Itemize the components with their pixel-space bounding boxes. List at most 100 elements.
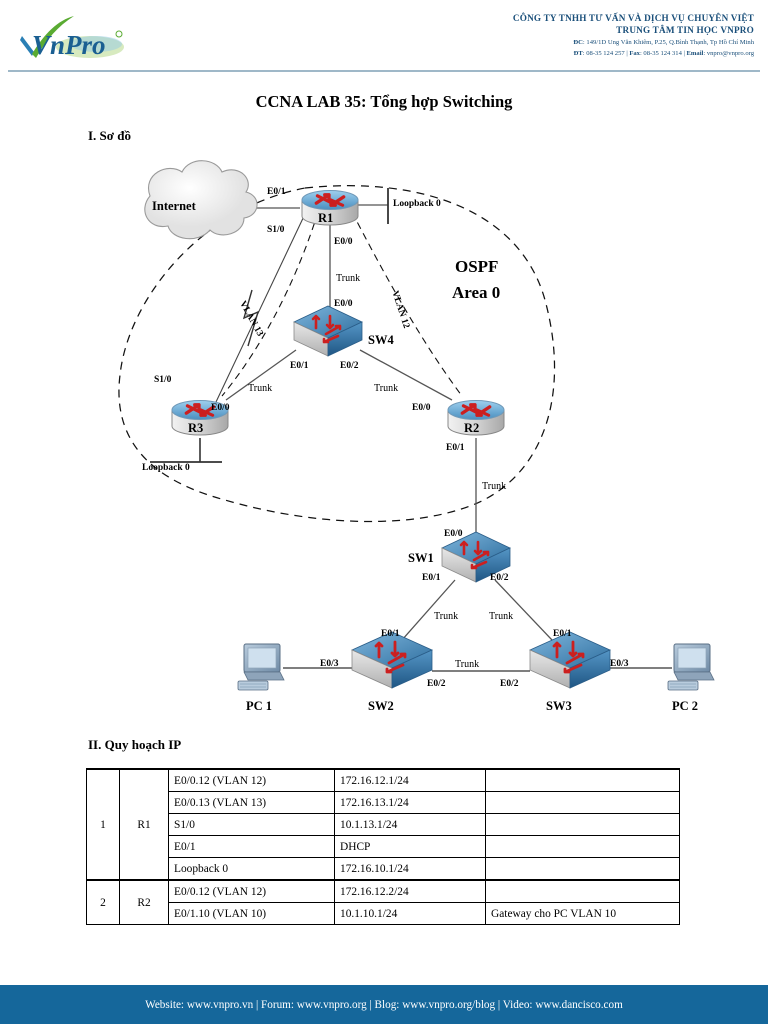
row-device: R2 bbox=[119, 879, 169, 925]
phone-label: ĐT bbox=[573, 50, 583, 57]
address-value: : 149/1D Ung Văn Khiêm, P.25, Q.Bình Thạ… bbox=[582, 39, 754, 46]
vlan13-path bbox=[221, 211, 319, 397]
label-sw1-e02: E0/2 bbox=[490, 573, 509, 583]
switch-sw1-icon bbox=[441, 531, 511, 583]
row-index: 1 bbox=[86, 768, 120, 881]
ospf-area-boundary bbox=[118, 185, 556, 523]
switch-sw4-icon bbox=[293, 305, 363, 357]
row-interface: E0/0.13 (VLAN 13) bbox=[168, 791, 335, 814]
page-footer: Website: www.vnpro.vn | Forum: www.vnpro… bbox=[0, 985, 768, 1024]
label-sw4: SW4 bbox=[368, 333, 394, 347]
router-r3-icon bbox=[171, 400, 229, 436]
vnpro-logo: VnPro bbox=[18, 14, 138, 62]
label-r3-loopback: Loopback 0 bbox=[142, 463, 190, 473]
row-note bbox=[485, 768, 680, 792]
label-internet: Internet bbox=[152, 199, 196, 213]
pc2-icon bbox=[667, 643, 715, 691]
section-heading-ip-plan: II. Quy hoạch IP bbox=[88, 737, 182, 752]
section-heading-diagram: I. Sơ đồ bbox=[88, 128, 131, 143]
row-interface: S1/0 bbox=[168, 813, 335, 836]
router-r2-icon bbox=[447, 400, 505, 436]
row-ip: 10.1.10.1/24 bbox=[334, 902, 486, 925]
label-sw3-e03: E0/3 bbox=[610, 659, 629, 669]
internet-cloud-icon bbox=[144, 160, 258, 240]
fax-value: : 08-35 124 314 | bbox=[639, 50, 687, 57]
header-divider bbox=[8, 70, 760, 72]
row-ip: 172.16.12.1/24 bbox=[334, 768, 486, 792]
address-label: ĐC bbox=[573, 39, 583, 46]
vlan12-path bbox=[351, 211, 463, 397]
row-note bbox=[485, 813, 680, 836]
label-sw3-e01: E0/1 bbox=[553, 629, 572, 639]
row-interface: E0/1 bbox=[168, 835, 335, 858]
label-trunk-sw4-r3: Trunk bbox=[248, 383, 273, 394]
label-sw4-e01: E0/1 bbox=[290, 361, 309, 371]
page-header: VnPro CÔNG TY TNHH TƯ VẤN VÀ DỊCH VỤ CHU… bbox=[0, 0, 768, 72]
router-r1-icon bbox=[301, 190, 359, 226]
label-sw1: SW1 bbox=[408, 551, 434, 565]
row-interface: Loopback 0 bbox=[168, 857, 335, 881]
label-sw2-e01: E0/1 bbox=[381, 629, 400, 639]
label-sw3: SW3 bbox=[546, 699, 572, 713]
row-note: Gateway cho PC VLAN 10 bbox=[485, 902, 680, 925]
label-trunk-sw2-sw3: Trunk bbox=[455, 659, 480, 670]
row-note bbox=[485, 791, 680, 814]
row-note bbox=[485, 835, 680, 858]
row-interface: E0/0.12 (VLAN 12) bbox=[168, 768, 335, 792]
label-sw2-e02: E0/2 bbox=[427, 679, 446, 689]
label-area0: Area 0 bbox=[452, 283, 501, 302]
label-r2-e00: E0/0 bbox=[412, 403, 431, 413]
switch-sw2-icon bbox=[351, 631, 433, 689]
serial-link-r1-r3 bbox=[215, 213, 306, 403]
row-note bbox=[485, 857, 680, 881]
label-r3-s10: S1/0 bbox=[154, 375, 172, 385]
row-ip: 172.16.12.2/24 bbox=[334, 879, 486, 903]
label-r1-e00: E0/0 bbox=[334, 237, 353, 247]
label-r3-e00: E0/0 bbox=[211, 403, 230, 413]
label-r1: R1 bbox=[318, 211, 334, 225]
label-trunk-r1-sw4: Trunk bbox=[336, 273, 361, 284]
serial-lightning-icon bbox=[242, 289, 260, 347]
row-interface: E0/1.10 (VLAN 10) bbox=[168, 902, 335, 925]
link-sw1-sw3 bbox=[494, 579, 553, 641]
link-sw1-sw2 bbox=[401, 579, 456, 641]
label-pc1: PC 1 bbox=[246, 699, 273, 713]
fax-label: Fax bbox=[629, 50, 640, 57]
label-sw4-e00: E0/0 bbox=[334, 299, 353, 309]
table-row: E0/0.13 (VLAN 13)172.16.13.1/24 bbox=[87, 791, 680, 814]
link-sw4-r2 bbox=[359, 349, 453, 401]
row-note bbox=[485, 879, 680, 903]
label-r1-s10: S1/0 bbox=[267, 225, 285, 235]
row-ip: 172.16.13.1/24 bbox=[334, 791, 486, 814]
row-device: R1 bbox=[119, 768, 169, 881]
link-sw4-r3 bbox=[225, 349, 297, 401]
label-pc2: PC 2 bbox=[672, 699, 699, 713]
label-r2: R2 bbox=[464, 421, 480, 435]
row-index: 2 bbox=[86, 879, 120, 925]
label-sw1-e01: E0/1 bbox=[422, 573, 441, 583]
label-trunk-sw1-sw3: Trunk bbox=[489, 611, 514, 622]
company-name-line1: CÔNG TY TNHH TƯ VẤN VÀ DỊCH VỤ CHUYÊN VI… bbox=[512, 13, 754, 23]
company-address: ĐC: 149/1D Ung Văn Khiêm, P.25, Q.Bình T… bbox=[424, 37, 754, 48]
row-ip: DHCP bbox=[334, 835, 486, 858]
label-sw2-e03: E0/3 bbox=[320, 659, 339, 669]
company-contact: ĐT: 08-35 124 257 | Fax: 08-35 124 314 |… bbox=[424, 48, 754, 59]
label-trunk-sw1-sw2: Trunk bbox=[434, 611, 459, 622]
label-r1-e01: E0/1 bbox=[267, 187, 286, 197]
company-info: CÔNG TY TNHH TƯ VẤN VÀ DỊCH VỤ CHUYÊN VI… bbox=[424, 12, 754, 59]
email-label: Email bbox=[686, 50, 704, 57]
label-sw1-e00: E0/0 bbox=[444, 529, 463, 539]
switch-sw3-icon bbox=[529, 631, 611, 689]
label-sw4-e02: E0/2 bbox=[340, 361, 359, 371]
label-sw3-e02: E0/2 bbox=[500, 679, 519, 689]
email-value: : vnpro@vnpro.org bbox=[703, 50, 754, 57]
pc1-icon bbox=[237, 643, 285, 691]
label-r3: R3 bbox=[188, 421, 204, 435]
